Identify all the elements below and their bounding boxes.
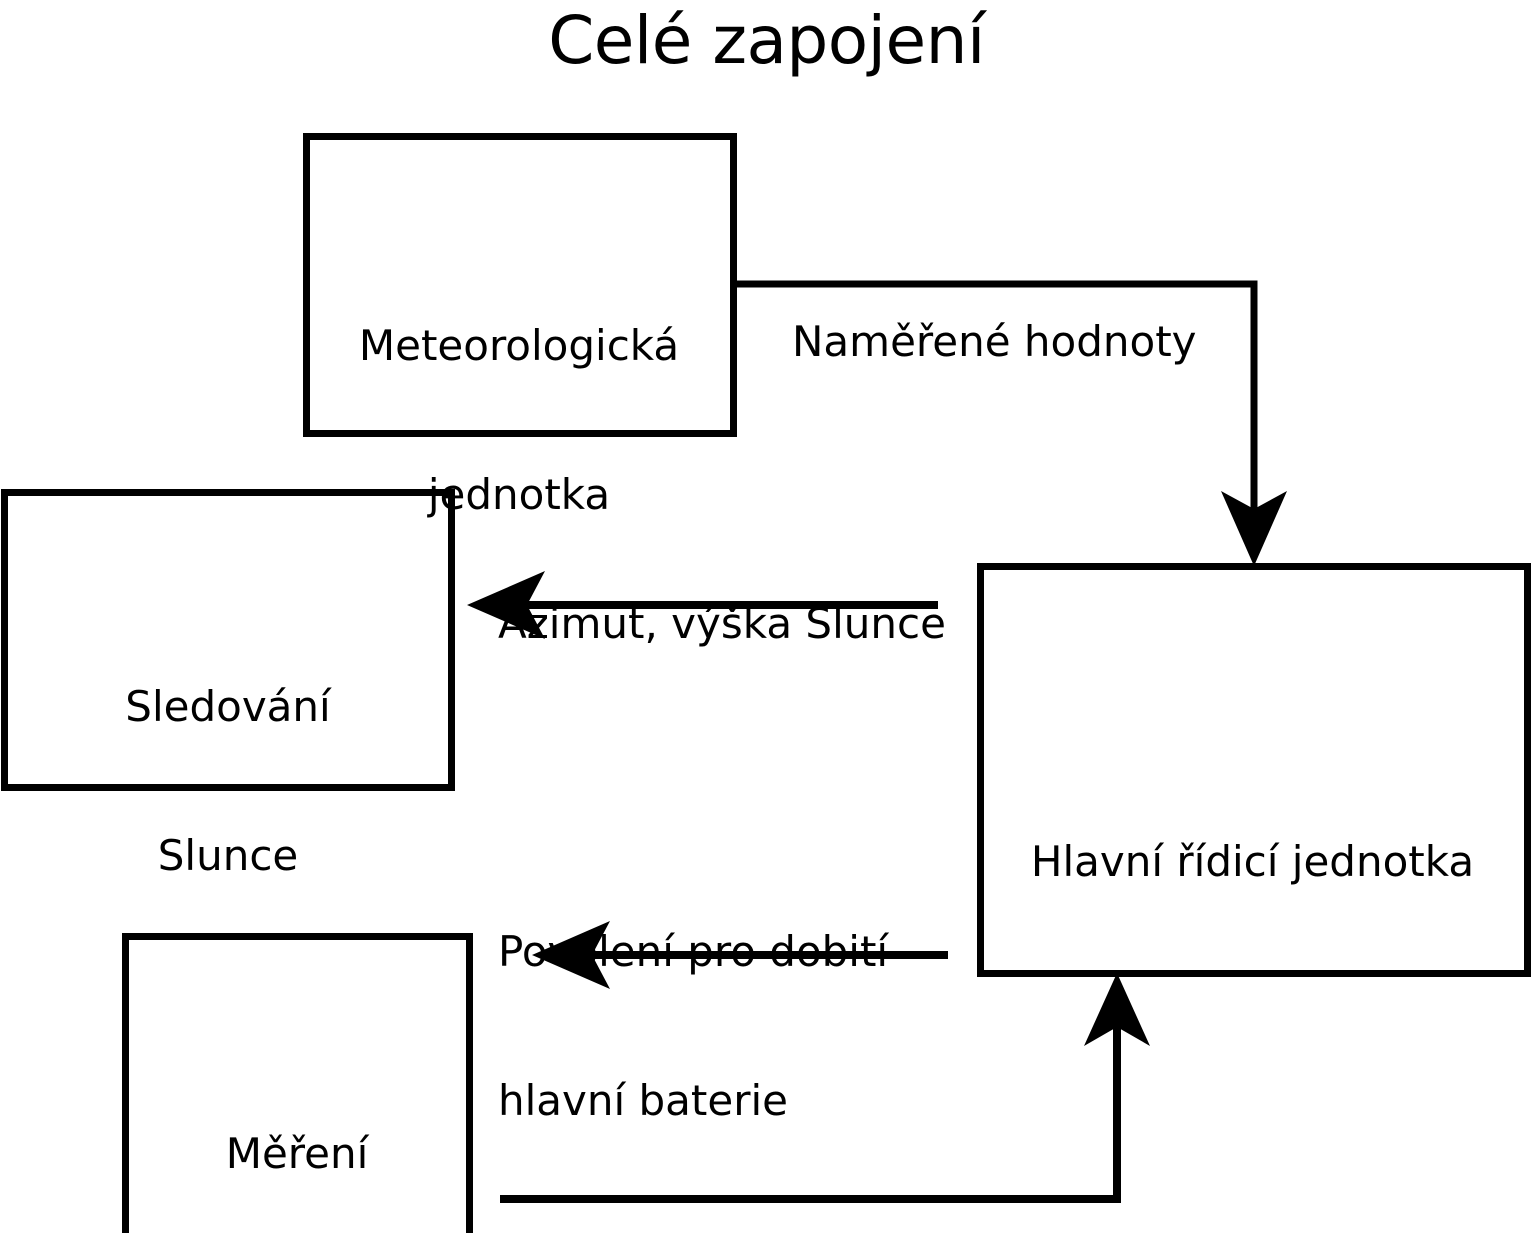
node-box-energy[interactable]: [122, 933, 473, 1233]
arrowhead-up-into-main: [1084, 973, 1150, 1046]
edge-label-meteo-main-line1: Naměřené hodnoty: [792, 317, 1197, 367]
edge-label-main-sun: Azimut, výška Slunce: [498, 500, 946, 748]
node-label-sun-line2: Slunce: [157, 830, 299, 880]
edge-label-energy-main: Naměřená hodnota (%): [538, 1140, 1029, 1233]
arrowhead-left-into-sun: [467, 571, 545, 639]
connector-energy-main: [500, 973, 1150, 1203]
node-label-meteo-line2: jednotka: [427, 469, 611, 519]
arrowhead-left-into-energy: [532, 921, 610, 989]
node-label-meteo: Meteorologická jednotka: [303, 222, 735, 618]
node-box-main[interactable]: [977, 563, 1531, 977]
edge-label-main-energy: Povolení pro dobití hlavní baterie: [498, 828, 928, 1224]
page-title: Celé zapojení: [548, 2, 985, 79]
node-label-energy-line1: Měření: [225, 1129, 369, 1179]
node-label-main: Hlavní řídicí jednotka: [977, 738, 1528, 986]
connector-main-energy: [532, 921, 948, 989]
edge-label-meteo-main: Naměřené hodnoty: [792, 218, 1197, 466]
node-label-main-line1: Hlavní řídicí jednotka: [1030, 837, 1475, 887]
edge-label-main-sun-line1: Azimut, výška Slunce: [498, 599, 946, 649]
node-label-sun: Sledování Slunce: [2, 583, 454, 979]
node-label-energy: Měření energie: [122, 1030, 472, 1233]
node-label-sun-line1: Sledování: [125, 682, 331, 732]
arrowhead-down-into-main: [1221, 491, 1287, 566]
node-box-sun[interactable]: [1, 489, 455, 791]
connector-main-sun: [467, 571, 938, 639]
edge-label-main-energy-line2: hlavní baterie: [498, 1075, 789, 1125]
edge-label-main-energy-line1: Povolení pro dobití: [498, 927, 889, 977]
node-label-meteo-line1: Meteorologická: [358, 321, 680, 371]
connector-meteo-main: [733, 280, 1287, 566]
node-box-meteo[interactable]: [303, 133, 737, 437]
